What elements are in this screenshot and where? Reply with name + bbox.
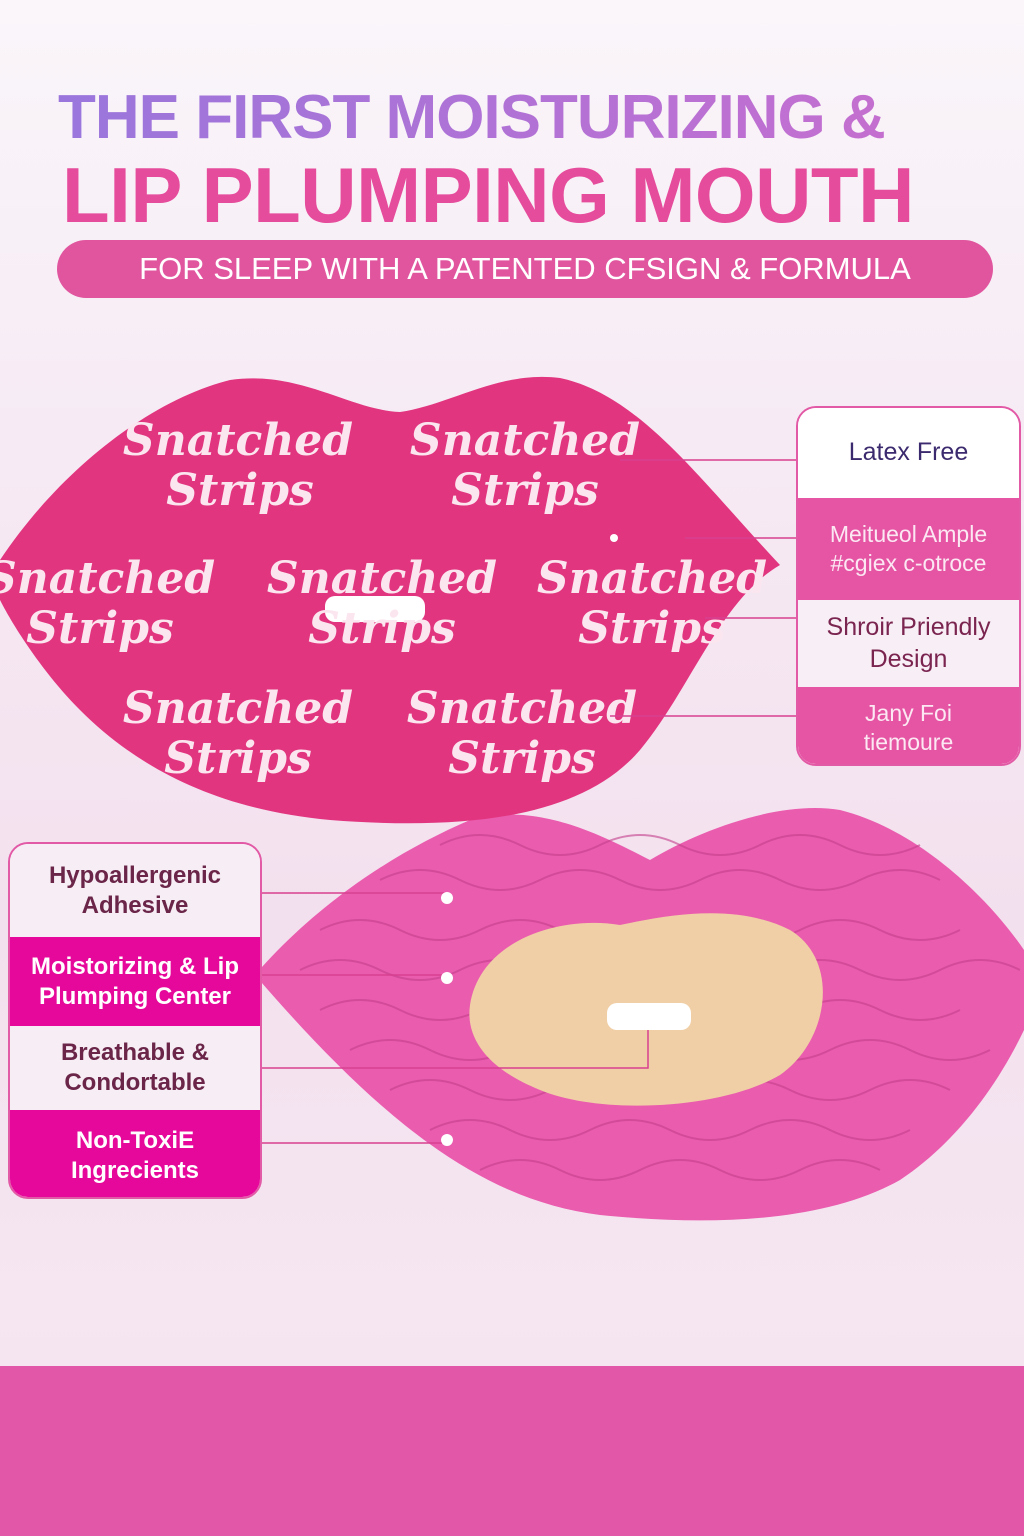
svg-text:Strips: Strips	[164, 733, 312, 784]
svg-text:Snatched: Snatched	[407, 683, 637, 734]
subtitle-banner: FOR SLEEP WITH A PATENTED CFSIGN & FORMU…	[57, 240, 993, 298]
svg-text:Strips: Strips	[166, 465, 314, 516]
breathing-slot	[607, 1003, 691, 1030]
headline-line-2: LIP PLUMPING MOUTH	[62, 151, 914, 239]
feature-friendly-design: Shroir Priendly Design	[798, 600, 1019, 687]
svg-text:Snatched: Snatched	[0, 553, 215, 604]
svg-text:Snatched: Snatched	[267, 553, 497, 604]
feature-moisturizing-center: Moistorizing & Lip Plumping Center	[10, 937, 260, 1026]
callout-lines	[262, 459, 796, 1144]
left-feature-panel: Hypoallergenic Adhesive Moistorizing & L…	[8, 842, 262, 1199]
bottom-lip-patch	[255, 808, 1024, 1221]
svg-text:Snatched: Snatched	[123, 415, 353, 466]
feature-breathable: Breathable & Condortable	[10, 1026, 260, 1110]
svg-text:Strips: Strips	[308, 603, 456, 654]
feature-non-toxic: Non-ToxiE Ingrecients	[10, 1110, 260, 1197]
svg-text:Snatched: Snatched	[410, 415, 640, 466]
breathing-slot	[325, 596, 425, 622]
svg-text:Strips: Strips	[578, 603, 726, 654]
svg-text:Strips: Strips	[451, 465, 599, 516]
bottom-band	[0, 1366, 1024, 1536]
svg-text:Snatched: Snatched	[537, 553, 767, 604]
feature-latex-free: Latex Free	[798, 408, 1019, 498]
feature-hypoallergenic: Hypoallergenic Adhesive	[10, 844, 260, 937]
headline-line-1: THE FIRST MOISTURIZING &	[58, 83, 886, 152]
right-feature-panel: Latex Free Meitueol Ample #cgiex c-otroc…	[796, 406, 1021, 766]
svg-text:Strips: Strips	[26, 603, 174, 654]
svg-text:Snatched: Snatched	[123, 683, 353, 734]
svg-text:Strips: Strips	[448, 733, 596, 784]
callout-dots	[441, 534, 618, 1146]
feature-item: Meitueol Ample #cgiex c-otroce	[798, 498, 1019, 600]
feature-item: Jany Foi tiemoure	[798, 687, 1019, 764]
